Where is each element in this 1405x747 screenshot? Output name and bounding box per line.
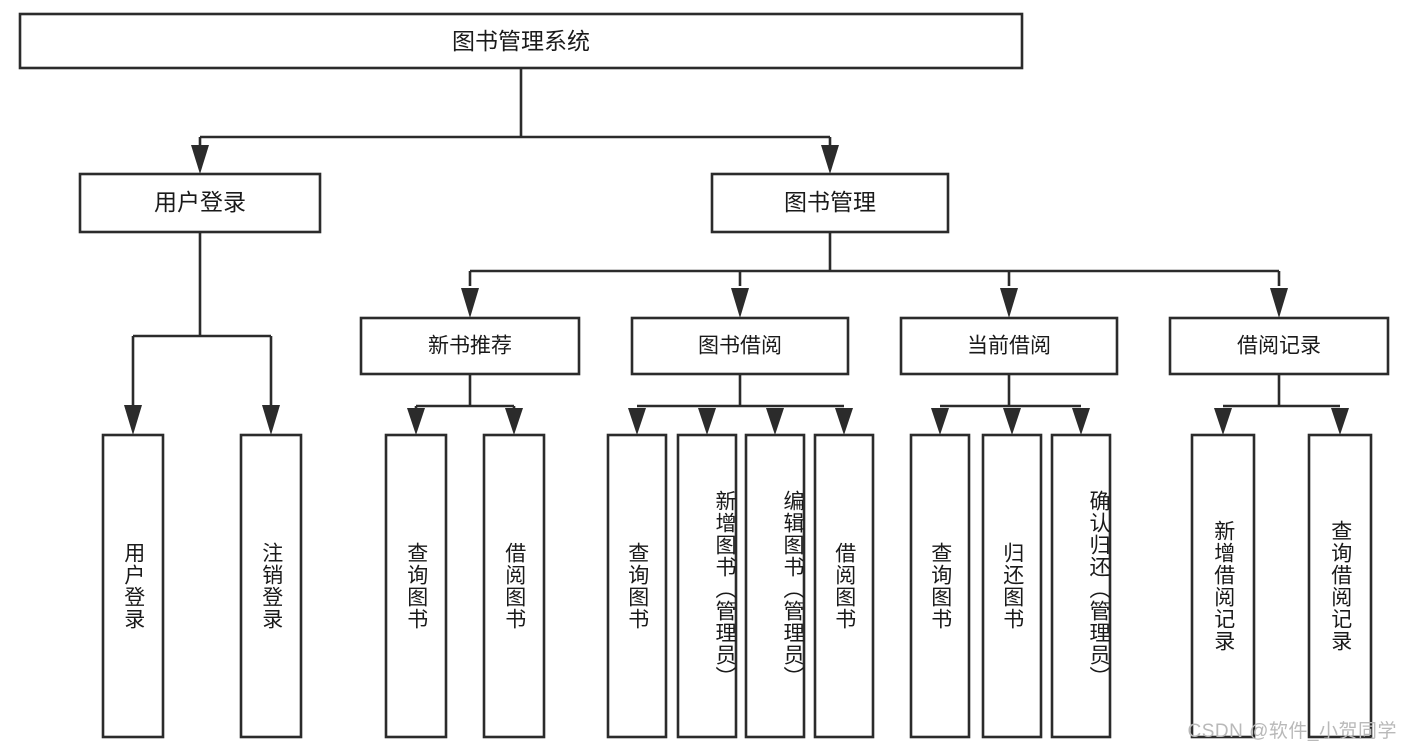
node-root-label: 图书管理系统 bbox=[452, 28, 590, 54]
arrow-head-leaf-add-book bbox=[698, 408, 716, 435]
node-new-book-recommend-label: 新书推荐 bbox=[428, 335, 512, 358]
connector-group-user-login bbox=[124, 232, 280, 435]
node-book-management-label: 图书管理 bbox=[784, 189, 876, 215]
connector-group-new-book-recommend bbox=[407, 374, 523, 435]
leaf-box-borrow-book-recommend[interactable] bbox=[482, 433, 546, 739]
node-root-box[interactable] bbox=[18, 12, 1024, 70]
node-borrow-record-label: 借阅记录 bbox=[1237, 335, 1321, 358]
arrow-head-leaf-logout bbox=[262, 405, 280, 435]
arrow-head-leaf-add-record bbox=[1214, 408, 1232, 435]
connector-group-current-borrow bbox=[931, 374, 1090, 435]
node-new-book-recommend-box[interactable] bbox=[359, 316, 581, 376]
arrow-head-leaf-borrow-book-recommend bbox=[505, 408, 523, 435]
node-user-login[interactable]: 用户登录 bbox=[78, 172, 322, 234]
leaf-box-query-book-current[interactable] bbox=[909, 433, 971, 739]
leaf-box-query-book-recommend[interactable] bbox=[384, 433, 448, 739]
node-book-management-box[interactable] bbox=[710, 172, 950, 234]
arrow-head-leaf-query-book-borrow bbox=[628, 408, 646, 435]
leaf-box-borrow-book[interactable] bbox=[813, 433, 875, 739]
node-root[interactable]: 图书管理系统 bbox=[18, 12, 1024, 70]
leaf-box-query-book-borrow[interactable] bbox=[606, 433, 668, 739]
arrow-head-book-borrow bbox=[731, 288, 749, 318]
node-current-borrow-box[interactable] bbox=[899, 316, 1119, 376]
node-borrow-record[interactable]: 借阅记录 bbox=[1168, 316, 1390, 376]
leaf-boxes-group bbox=[101, 433, 1373, 739]
connector-group-book-management bbox=[461, 232, 1288, 318]
leaf-box-logout[interactable] bbox=[239, 433, 303, 739]
node-user-login-label: 用户登录 bbox=[154, 189, 246, 215]
arrow-head-leaf-query-record bbox=[1331, 408, 1349, 435]
arrow-head-book-management bbox=[821, 145, 839, 174]
arrow-head-leaf-query-book-recommend bbox=[407, 408, 425, 435]
arrow-head-leaf-query-book-current bbox=[931, 408, 949, 435]
arrow-head-leaf-borrow-book bbox=[835, 408, 853, 435]
leaf-box-confirm-return[interactable] bbox=[1050, 433, 1112, 739]
arrow-head-new-book-recommend bbox=[461, 288, 479, 318]
node-new-book-recommend[interactable]: 新书推荐 bbox=[359, 316, 581, 376]
leaf-box-add-book[interactable] bbox=[676, 433, 738, 739]
connector-group-book-borrow bbox=[628, 374, 853, 435]
node-user-login-box[interactable] bbox=[78, 172, 322, 234]
arrow-head-user-login bbox=[191, 145, 209, 174]
node-book-borrow[interactable]: 图书借阅 bbox=[630, 316, 850, 376]
leaf-box-query-record[interactable] bbox=[1307, 433, 1373, 739]
arrow-head-leaf-return-book bbox=[1003, 408, 1021, 435]
arrow-head-borrow-record bbox=[1270, 288, 1288, 318]
node-book-borrow-label: 图书借阅 bbox=[698, 335, 782, 358]
leaf-box-add-record[interactable] bbox=[1190, 433, 1256, 739]
watermark-text: CSDN @软件_小贺同学 bbox=[1187, 721, 1397, 742]
connector-group-root bbox=[191, 68, 839, 174]
node-current-borrow-label: 当前借阅 bbox=[967, 335, 1051, 358]
node-book-borrow-box[interactable] bbox=[630, 316, 850, 376]
arrow-head-leaf-user-login bbox=[124, 405, 142, 435]
arrow-head-leaf-edit-book bbox=[766, 408, 784, 435]
leaf-box-user-login[interactable] bbox=[101, 433, 165, 739]
arrow-head-current-borrow bbox=[1000, 288, 1018, 318]
arrow-head-leaf-confirm-return bbox=[1072, 408, 1090, 435]
node-current-borrow[interactable]: 当前借阅 bbox=[899, 316, 1119, 376]
node-borrow-record-box[interactable] bbox=[1168, 316, 1390, 376]
leaf-box-edit-book[interactable] bbox=[744, 433, 806, 739]
node-book-management[interactable]: 图书管理 bbox=[710, 172, 950, 234]
leaf-box-return-book[interactable] bbox=[981, 433, 1043, 739]
connector-group-borrow-record bbox=[1214, 374, 1349, 435]
